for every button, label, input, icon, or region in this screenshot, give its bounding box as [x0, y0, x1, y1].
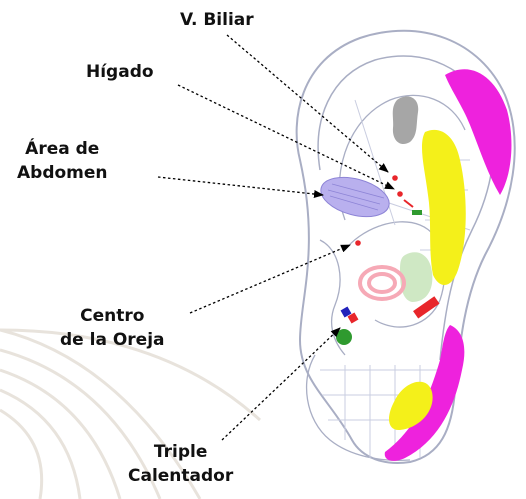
label-triple: Triple Calentador: [128, 440, 233, 488]
green-marker: [412, 210, 422, 215]
biliar-point: [392, 175, 398, 181]
label-v-biliar-text: V. Biliar: [180, 8, 254, 32]
label-abdomen-line1: Área de: [17, 137, 108, 161]
centro-point: [355, 240, 361, 246]
label-centro-line2: de la Oreja: [60, 328, 165, 352]
label-centro: Centro de la Oreja: [60, 304, 165, 352]
label-centro-line1: Centro: [60, 304, 165, 328]
label-v-biliar: V. Biliar: [180, 8, 254, 32]
label-abdomen-line2: Abdomen: [17, 161, 108, 185]
label-abdomen: Área de Abdomen: [17, 137, 108, 185]
label-triple-line2: Calentador: [128, 464, 233, 488]
label-triple-line1: Triple: [128, 440, 233, 464]
label-higado-text: Hígado: [86, 60, 154, 84]
arrow-abdomen: [158, 177, 323, 195]
higado-point: [397, 191, 403, 197]
green-concha-zone: [400, 252, 432, 302]
label-higado: Hígado: [86, 60, 154, 84]
